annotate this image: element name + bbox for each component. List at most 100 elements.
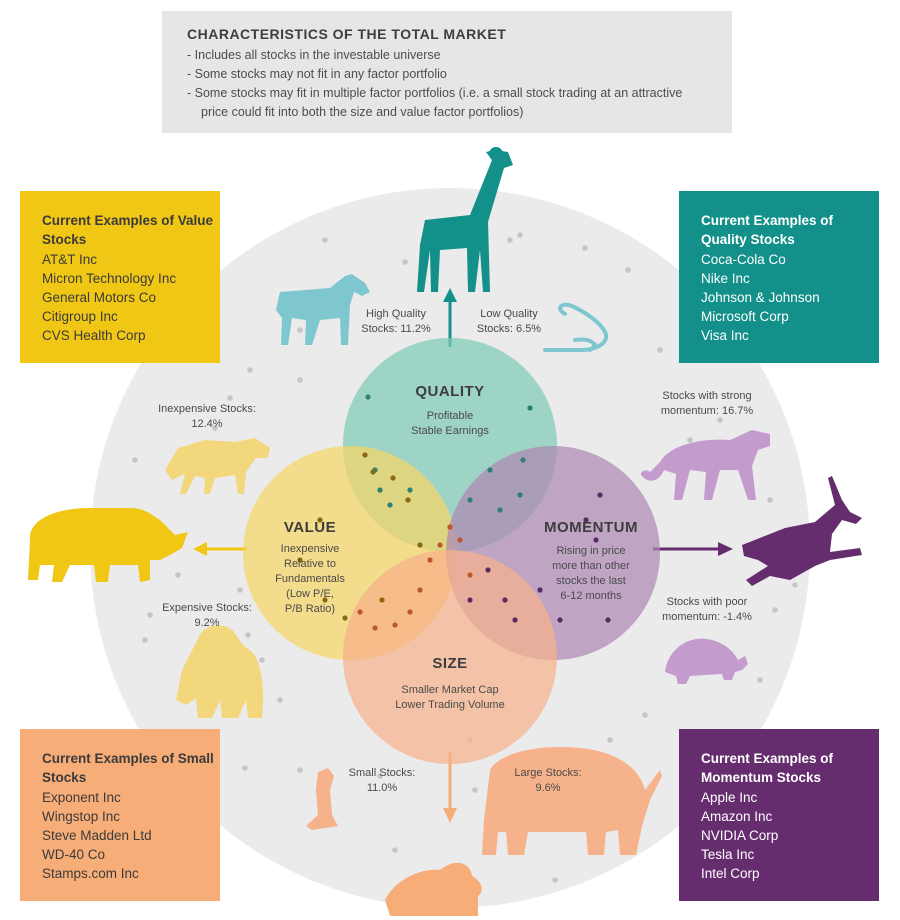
giraffe-icon [417, 147, 513, 292]
quality-title: QUALITY [415, 383, 485, 400]
market-dot [212, 425, 218, 431]
desc-line: 6-12 months [560, 590, 622, 602]
desc-line: Lower Trading Volume [395, 699, 505, 711]
size-circle [343, 550, 557, 764]
stock-dot [392, 622, 398, 628]
total-market-bullets: Includes all stocks in the investable un… [187, 46, 708, 122]
stock-dot [527, 405, 533, 411]
market-dot [792, 582, 798, 588]
market-dot [717, 417, 723, 423]
list-item: Nike Inc [701, 271, 750, 286]
poor-momentum-label: Stocks with poor momentum: -1.4% [642, 595, 772, 625]
quality-examples-box: Current Examples of Quality Stocks Coca-… [679, 191, 879, 363]
low-quality-label: Low Quality Stocks: 6.5% [465, 307, 553, 337]
label-line: High Quality [366, 308, 426, 320]
market-dot [132, 457, 138, 463]
list-item: Micron Technology Inc [42, 271, 177, 286]
stock-dot [457, 537, 463, 543]
high-quality-label: High Quality Stocks: 11.2% [352, 307, 440, 337]
market-dot [175, 572, 181, 578]
label-line: momentum: -1.4% [662, 611, 752, 623]
label-line: Expensive Stocks: [162, 602, 252, 614]
list-item: General Motors Co [42, 290, 157, 305]
label-line: Large Stocks: [514, 767, 582, 779]
stock-dot [372, 625, 378, 631]
size-title: SIZE [432, 655, 468, 672]
stock-dot [537, 587, 543, 593]
momentum-description: Rising in price more than other stocks t… [536, 544, 646, 604]
market-dot [657, 347, 663, 353]
label-line: 9.6% [535, 782, 561, 794]
market-dot [247, 367, 253, 373]
expensive-label: Expensive Stocks: 9.2% [142, 601, 272, 631]
label-line: Stocks: 6.5% [476, 323, 542, 335]
list-item: NVIDIA Corp [701, 828, 779, 843]
arrow-left [193, 542, 247, 556]
stock-dots [297, 394, 611, 631]
stock-dot [407, 609, 413, 615]
stock-dot [485, 567, 491, 573]
stock-dot [297, 557, 303, 563]
stock-dot [447, 524, 453, 530]
market-dot [297, 377, 303, 383]
market-dot [322, 237, 328, 243]
stock-dot [517, 492, 523, 498]
desc-line: Smaller Market Cap [401, 684, 499, 696]
market-dot [227, 395, 233, 401]
market-dot [552, 877, 558, 883]
market-dot [277, 697, 283, 703]
stock-dot [322, 597, 328, 603]
value-examples-box: Current Examples of Value Stocks AT&T In… [20, 191, 220, 363]
large-stocks-label: Large Stocks: 9.6% [498, 766, 598, 796]
market-dot [147, 612, 153, 618]
desc-line: Stable Earnings [411, 425, 489, 437]
desc-line: Fundamentals [275, 573, 345, 585]
stock-dot [583, 517, 589, 523]
market-dot [625, 267, 631, 273]
market-dot [259, 657, 265, 663]
stock-dot [370, 469, 376, 475]
stock-dot [387, 502, 393, 508]
stock-dot [502, 597, 508, 603]
desc-line: (Low P/E, [286, 588, 334, 600]
stock-dot [365, 394, 371, 400]
label-line: 9.2% [194, 617, 220, 629]
stock-dot [593, 537, 599, 543]
market-dot [757, 677, 763, 683]
market-dot [507, 237, 513, 243]
stock-dot [362, 452, 368, 458]
gorilla-icon [176, 625, 264, 718]
market-dot [517, 232, 523, 238]
value-examples-title: Current Examples of Value Stocks [42, 213, 214, 247]
market-dot [687, 437, 693, 443]
desc-line: P/B Ratio) [284, 603, 336, 615]
elephant-icon [482, 746, 662, 855]
list-item: Coca-Cola Co [701, 252, 786, 267]
market-dot [607, 737, 613, 743]
market-dot [772, 607, 778, 613]
label-line: 11.0% [366, 782, 398, 794]
quality-examples-title: Current Examples of Quality Stocks [701, 213, 834, 247]
market-dot [392, 847, 398, 853]
list-item: Stamps.com Inc [42, 866, 139, 881]
list-item: Amazon Inc [701, 809, 773, 824]
market-dot [297, 767, 303, 773]
list-item: Citigroup Inc [42, 309, 118, 324]
list-item: AT&T Inc [42, 252, 98, 267]
stock-dot [437, 542, 443, 548]
label-line: 12.4% [191, 418, 223, 430]
list-item: Johnson & Johnson [701, 290, 820, 305]
bullet-item: Some stocks may fit in multiple factor p… [187, 84, 708, 122]
small-stocks-label: Small Stocks: 11.0% [332, 766, 432, 796]
snake-icon [543, 302, 609, 352]
quality-description: Profitable Stable Earnings [390, 409, 510, 439]
stock-dot [379, 597, 385, 603]
stock-dot [377, 487, 383, 493]
label-line: Inexpensive Stocks: [158, 403, 256, 415]
label-line: Stocks: 11.2% [361, 323, 431, 335]
market-dot [142, 637, 148, 643]
rhino-icon [28, 508, 188, 582]
desc-line: Relative to [284, 558, 336, 570]
